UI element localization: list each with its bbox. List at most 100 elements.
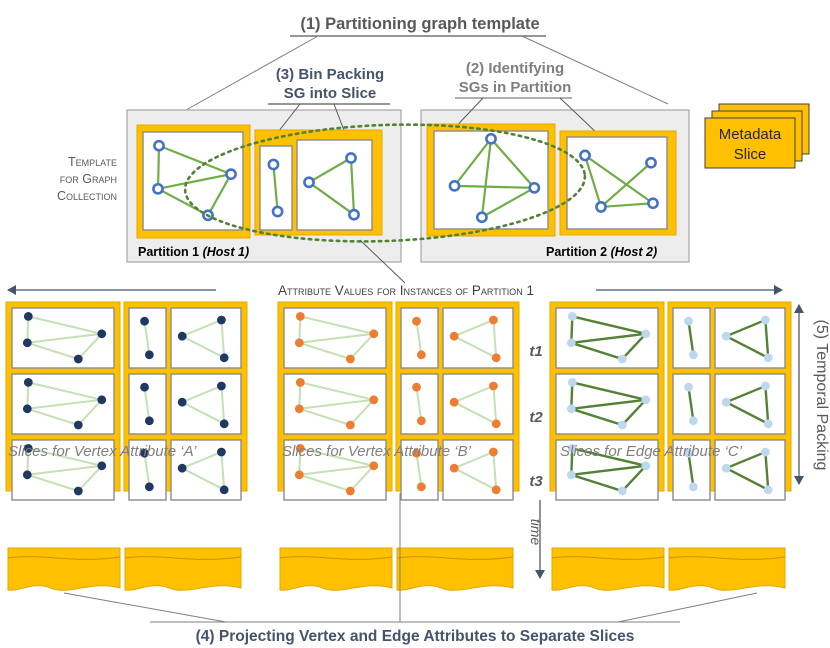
slice-b-2-t2-graph-a-vertex-0	[412, 382, 421, 392]
slice-b-1-t3-graph-edge-3	[349, 464, 375, 492]
slice-a-2-t3-graph-a	[140, 448, 154, 492]
slice-a-2-t3-graph-a-edge-0	[143, 452, 151, 488]
slice-c-2-t1-graph-a-vertex-0	[684, 316, 693, 326]
slice-a-2-t3-graph-b-vertex-1	[177, 463, 187, 473]
slice-a-2-t3-graph-b	[177, 447, 229, 495]
partition1-subgraph-a-vertex-2	[152, 182, 164, 195]
partition1-leader	[359, 239, 406, 284]
slice-b-2-t3-graph-b-edge-1	[492, 451, 498, 491]
partition2-subgraph-a-vertex-1	[448, 179, 461, 192]
slice-a-1-t3-graph-vertex-2	[22, 470, 32, 480]
slice-a-2-t1-graph-b-edge-0	[181, 319, 223, 338]
partition1-subgraph-c-vertex-0	[345, 152, 357, 164]
slice-c-1-t2-graph-vertex-1	[641, 395, 651, 405]
document-slice-a-1-fold	[7, 556, 121, 560]
slice-b-1-t3-graph-vertex-3	[345, 486, 355, 496]
document-slice-a-2-fold	[124, 556, 242, 560]
partition1-subgraph-a-edge-4	[156, 187, 210, 217]
slice-a-2-t2-graph-a-edge-0	[143, 386, 151, 422]
slice-b-2-t2-graph-a	[412, 382, 426, 426]
step1-leader-right	[521, 35, 669, 105]
slice-b-1-t1-graph	[294, 312, 379, 364]
slice-a-1-t3-graph-edge-1	[26, 447, 30, 476]
slice-c-2-t1-graph-b	[721, 315, 773, 363]
slice-b-1-t1-graph-vertex-2	[294, 338, 304, 348]
slice-a-1-t1-graph-vertex-1	[97, 329, 107, 339]
slice-a-2-t3-graph-b-vertex-2	[219, 485, 229, 495]
slice-c-2-t2-graph-b-edge-2	[725, 401, 770, 425]
metadata-label-line2: Slice	[734, 146, 767, 163]
slice-c-2-t2-graph-a-vertex-0	[684, 382, 693, 392]
slice-b-1-t2-graph-edge-0	[299, 381, 375, 401]
slice-b-2-t3-graph-a-vertex-1	[416, 482, 426, 492]
slice-a-1-t1-graph-edge-0	[27, 315, 103, 335]
template-label-line3: Collection	[57, 189, 117, 203]
slice-c-1-t3-graph-edge-4	[570, 473, 624, 493]
slice-c-1-t1-graph-edge-0	[571, 315, 647, 335]
slice-a-2-t2-graph-b	[177, 381, 229, 429]
slice-c-1-t2-graph	[566, 378, 651, 430]
slice-a-2-t3-graph-b-edge-0	[181, 451, 223, 470]
slice-b-2-t3-graph-b-vertex-1	[449, 463, 459, 473]
slice-c-2-t3-graph-b-vertex-1	[721, 463, 731, 473]
slice-c-1-t3-graph-vertex-1	[641, 461, 651, 471]
document-slice-c-2-fold	[668, 556, 786, 560]
slice-b-1-t2-graph-edge-4	[298, 407, 352, 426]
slice-b-2-t1-graph-a	[412, 316, 426, 360]
partition1-subgraph-a-edge-1	[156, 144, 161, 190]
partition2-subgraph-a-edge-2	[489, 137, 536, 189]
partition2-subgraph-a-edge-0	[453, 137, 493, 187]
slice-c-1-t1-graph-vertex-1	[641, 329, 651, 339]
document-slice-a-1	[7, 547, 121, 591]
slice-c-2-t1-graph-a	[684, 316, 698, 360]
slice-a-2-t3-graph-b-edge-2	[181, 467, 226, 491]
partition2-subgraph-a-vertex-2	[475, 211, 488, 224]
slices-a-label: Slices for Vertex Attribute ‘A’	[8, 443, 197, 460]
slice-a-2-t2-graph-a-vertex-1	[144, 416, 154, 426]
partition1-subgraph-a-edge-2	[156, 173, 233, 190]
slice-c-1-t2-graph-edge-0	[571, 381, 647, 401]
slice-a-2-t3-graph-b-edge-1	[220, 451, 226, 491]
slice-b-1-t2-graph-edge-2	[298, 398, 375, 410]
slice-c-1-t1-graph-edge-3	[621, 332, 647, 361]
slice-a-1-t2-graph-vertex-3	[73, 420, 83, 430]
slice-a-1-t2-graph-edge-2	[26, 398, 103, 410]
slice-b-1-t1-graph-edge-1	[298, 315, 302, 344]
time-label-t3: t3	[529, 473, 543, 490]
slice-b-1-t1-graph-edge-2	[298, 332, 375, 344]
slice-a-2-t2-graph-b-vertex-2	[219, 419, 229, 429]
slice-a-1-t2-graph-edge-3	[77, 398, 103, 426]
slice-b-1-t1-graph-vertex-3	[345, 354, 355, 364]
slice-a-1-t3-graph	[22, 444, 107, 496]
slice-b-1-t1-graph-vertex-1	[369, 329, 379, 339]
slices-c-label: Slices for Edge Attribute ‘C’	[560, 443, 743, 460]
metadata-label-line1: Metadata	[719, 126, 782, 143]
slice-c-2-t1-graph-b-vertex-0	[761, 315, 770, 325]
slice-a-2-t1-graph-b-vertex-1	[177, 331, 187, 341]
partition1-label: Partition 1 (Host 1)	[138, 245, 249, 259]
metadata-slice-front	[704, 117, 796, 169]
slice-b-2-t2-graph-b-edge-1	[492, 385, 498, 425]
slice-a-1-t3-graph-edge-3	[77, 464, 103, 492]
document-slice-c-1	[551, 547, 665, 591]
slice-a-1-t1-graph-edge-1	[26, 315, 30, 344]
document-slice-b-1-fold	[279, 556, 393, 560]
slice-c-2-t2-graph-b-vertex-2	[763, 419, 773, 429]
document-slice-c-2	[668, 547, 786, 591]
slice-c-2-t3-graph-b-vertex-0	[761, 447, 770, 457]
slice-b-1-t3-graph-edge-2	[298, 464, 375, 476]
partition2-subgraph-a	[448, 132, 541, 224]
step3-label-line1: (3) Bin Packing	[276, 66, 384, 83]
slice-c-1-t1-graph-edge-2	[570, 332, 647, 344]
slice-c-1-t2-graph-edge-4	[570, 407, 624, 427]
partition1-subgraph-a-edge-0	[157, 144, 233, 176]
document-slices	[7, 547, 786, 591]
partition1-subgraph-a	[152, 139, 237, 222]
slice-a-2-t2-graph-b-edge-2	[181, 401, 226, 425]
temporal-packing-label: (5) Temporal Packing	[813, 320, 830, 471]
step1-leader-left	[185, 35, 319, 111]
slice-c-2-t1-graph-b-vertex-1	[721, 331, 731, 341]
slice-c-1-t3-graph-vertex-2	[566, 470, 576, 480]
slice-b-2-t1-graph-b-edge-1	[492, 319, 498, 359]
